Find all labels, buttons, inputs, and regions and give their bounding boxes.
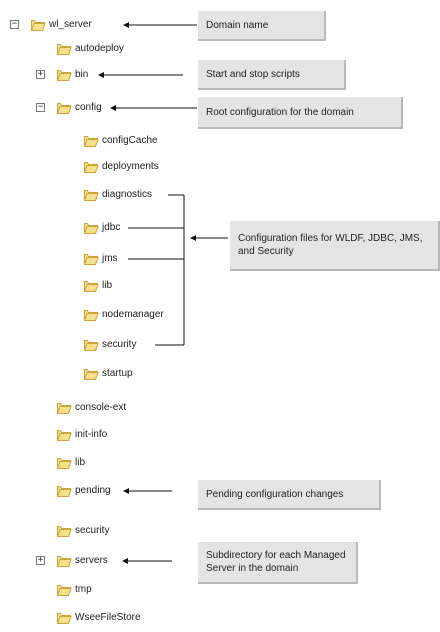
- folder-icon: [56, 483, 72, 499]
- tree-node-security[interactable]: security: [0, 521, 109, 541]
- folder-label: startup: [102, 368, 133, 379]
- callout-start-stop-text: Start and stop scripts: [206, 68, 300, 80]
- folder-icon: [56, 67, 72, 83]
- tree-node-configCache[interactable]: configCache: [0, 131, 158, 151]
- folder-label: tmp: [75, 584, 92, 595]
- folder-icon: [83, 337, 99, 353]
- callout-start-stop: Start and stop scripts: [198, 60, 346, 90]
- folder-label: wl_server: [49, 19, 92, 30]
- folder-icon: [83, 220, 99, 236]
- folder-icon: [56, 610, 72, 626]
- expand-icon[interactable]: +: [36, 69, 45, 79]
- tree-node-diagnostics[interactable]: diagnostics: [0, 185, 152, 205]
- folder-label: bin: [75, 69, 89, 80]
- folder-icon: [56, 41, 72, 57]
- folder-label: nodemanager: [102, 309, 164, 320]
- folder-label: security: [75, 525, 110, 536]
- tree-node-jdbc[interactable]: jdbc: [0, 218, 120, 238]
- tree-node-WseeFileStore[interactable]: WseeFileStore: [0, 608, 141, 628]
- callout-pending: Pending configuration changes: [198, 480, 381, 510]
- folder-icon: [56, 455, 72, 471]
- folder-icon: [83, 159, 99, 175]
- tree-node-root[interactable]: − wl_server: [0, 15, 92, 35]
- folder-icon: [83, 307, 99, 323]
- folder-label: servers: [75, 555, 108, 566]
- tree-node-nodemanager[interactable]: nodemanager: [0, 305, 164, 325]
- folder-label: jms: [102, 253, 118, 264]
- tree-node-startup[interactable]: startup: [0, 364, 133, 384]
- tree-node-init-info[interactable]: init-info: [0, 425, 107, 445]
- tree-node-console-ext[interactable]: console-ext: [0, 398, 126, 418]
- collapse-icon[interactable]: −: [36, 102, 45, 112]
- folder-label: WseeFileStore: [75, 612, 141, 623]
- collapse-icon[interactable]: −: [10, 19, 19, 29]
- folder-icon: [56, 582, 72, 598]
- folder-icon: [83, 187, 99, 203]
- callout-root-config: Root configuration for the domain: [198, 97, 403, 129]
- tree-node-bin[interactable]: + bin: [0, 65, 88, 85]
- expand-icon[interactable]: +: [36, 555, 45, 565]
- callout-servers-text: Subdirectory for each Managed Server in …: [206, 550, 346, 574]
- folder-label: configCache: [102, 135, 158, 146]
- folder-label: pending: [75, 485, 111, 496]
- folder-label: init-info: [75, 429, 108, 440]
- folder-icon: [83, 133, 99, 149]
- folder-icon: [83, 366, 99, 382]
- folder-label: lib: [75, 457, 86, 468]
- tree-node-pending[interactable]: pending: [0, 481, 111, 501]
- tree-node-autodeploy[interactable]: autodeploy: [0, 39, 124, 59]
- tree-node-config[interactable]: − config: [0, 98, 102, 118]
- tree-node-servers[interactable]: + servers: [0, 551, 108, 571]
- callout-servers: Subdirectory for each Managed Server in …: [198, 542, 358, 584]
- folder-icon: [56, 400, 72, 416]
- folder-label: lib: [102, 280, 113, 291]
- tree-node-deployments[interactable]: deployments: [0, 157, 159, 177]
- callout-root-config-text: Root configuration for the domain: [206, 106, 354, 118]
- folder-icon: [56, 100, 72, 116]
- folder-label: jdbc: [102, 222, 121, 233]
- tree-node-jms[interactable]: jms: [0, 249, 118, 269]
- callout-config-files-text: Configuration files for WLDF, JDBC, JMS,…: [238, 233, 423, 257]
- tree-node-lib[interactable]: lib: [0, 453, 85, 473]
- folder-label: autodeploy: [75, 43, 124, 54]
- folder-icon: [56, 427, 72, 443]
- folder-label: deployments: [102, 161, 159, 172]
- tree-node-security-config[interactable]: security: [0, 335, 136, 355]
- callout-pending-text: Pending configuration changes: [206, 488, 344, 500]
- folder-label: security: [102, 339, 137, 350]
- folder-label: config: [75, 102, 102, 113]
- callout-domain-name: Domain name: [198, 11, 326, 41]
- folder-icon: [30, 17, 46, 33]
- callout-config-files: Configuration files for WLDF, JDBC, JMS,…: [230, 221, 440, 271]
- folder-label: console-ext: [75, 402, 127, 413]
- folder-icon: [56, 553, 72, 569]
- tree-node-tmp[interactable]: tmp: [0, 580, 92, 600]
- folder-icon: [83, 278, 99, 294]
- folder-icon: [83, 251, 99, 267]
- folder-icon: [56, 523, 72, 539]
- folder-label: diagnostics: [102, 189, 153, 200]
- callout-domain-name-text: Domain name: [206, 19, 269, 31]
- tree-node-lib-config[interactable]: lib: [0, 276, 112, 296]
- bracket-config-files: [128, 194, 228, 346]
